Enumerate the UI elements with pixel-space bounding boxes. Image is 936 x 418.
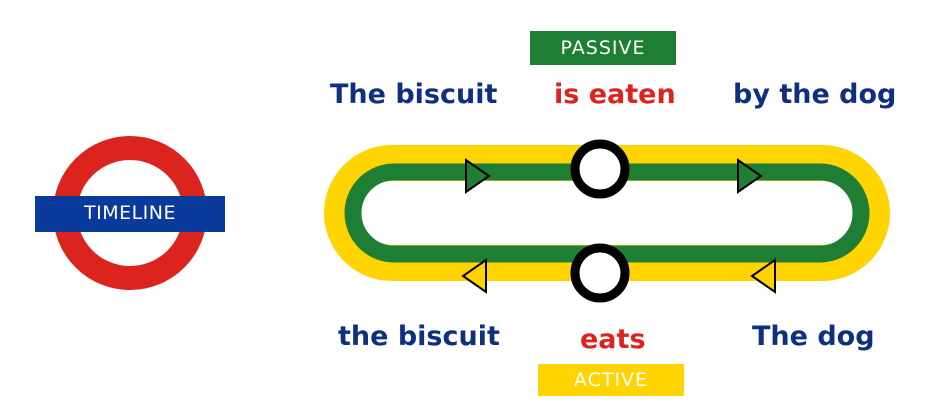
active-tag-bg — [538, 364, 684, 396]
roundel-logo — [35, 136, 225, 290]
arrow-left-active-1 — [461, 258, 487, 294]
passive-tag: PASSIVE — [560, 37, 646, 59]
active-verb: eats — [580, 324, 646, 355]
active-tag: ACTIVE — [573, 369, 649, 391]
passive-subject: The biscuit — [330, 79, 498, 110]
station-active — [570, 243, 630, 303]
roundel-label: TIMELINE — [83, 202, 176, 224]
passive-verb: is eaten — [554, 79, 676, 110]
passive-tag-bg — [530, 31, 676, 65]
active-object: the biscuit — [338, 321, 500, 352]
active-subject: The dog — [752, 321, 875, 352]
roundel-bar — [35, 196, 225, 232]
stations — [570, 139, 630, 303]
direction-arrows — [461, 158, 776, 294]
station-passive — [570, 139, 630, 199]
passive-agent: by the dog — [733, 79, 897, 110]
arrow-left-active-2 — [750, 258, 776, 294]
arrow-right-passive-2 — [737, 158, 763, 194]
arrow-right-passive-1 — [465, 158, 491, 194]
